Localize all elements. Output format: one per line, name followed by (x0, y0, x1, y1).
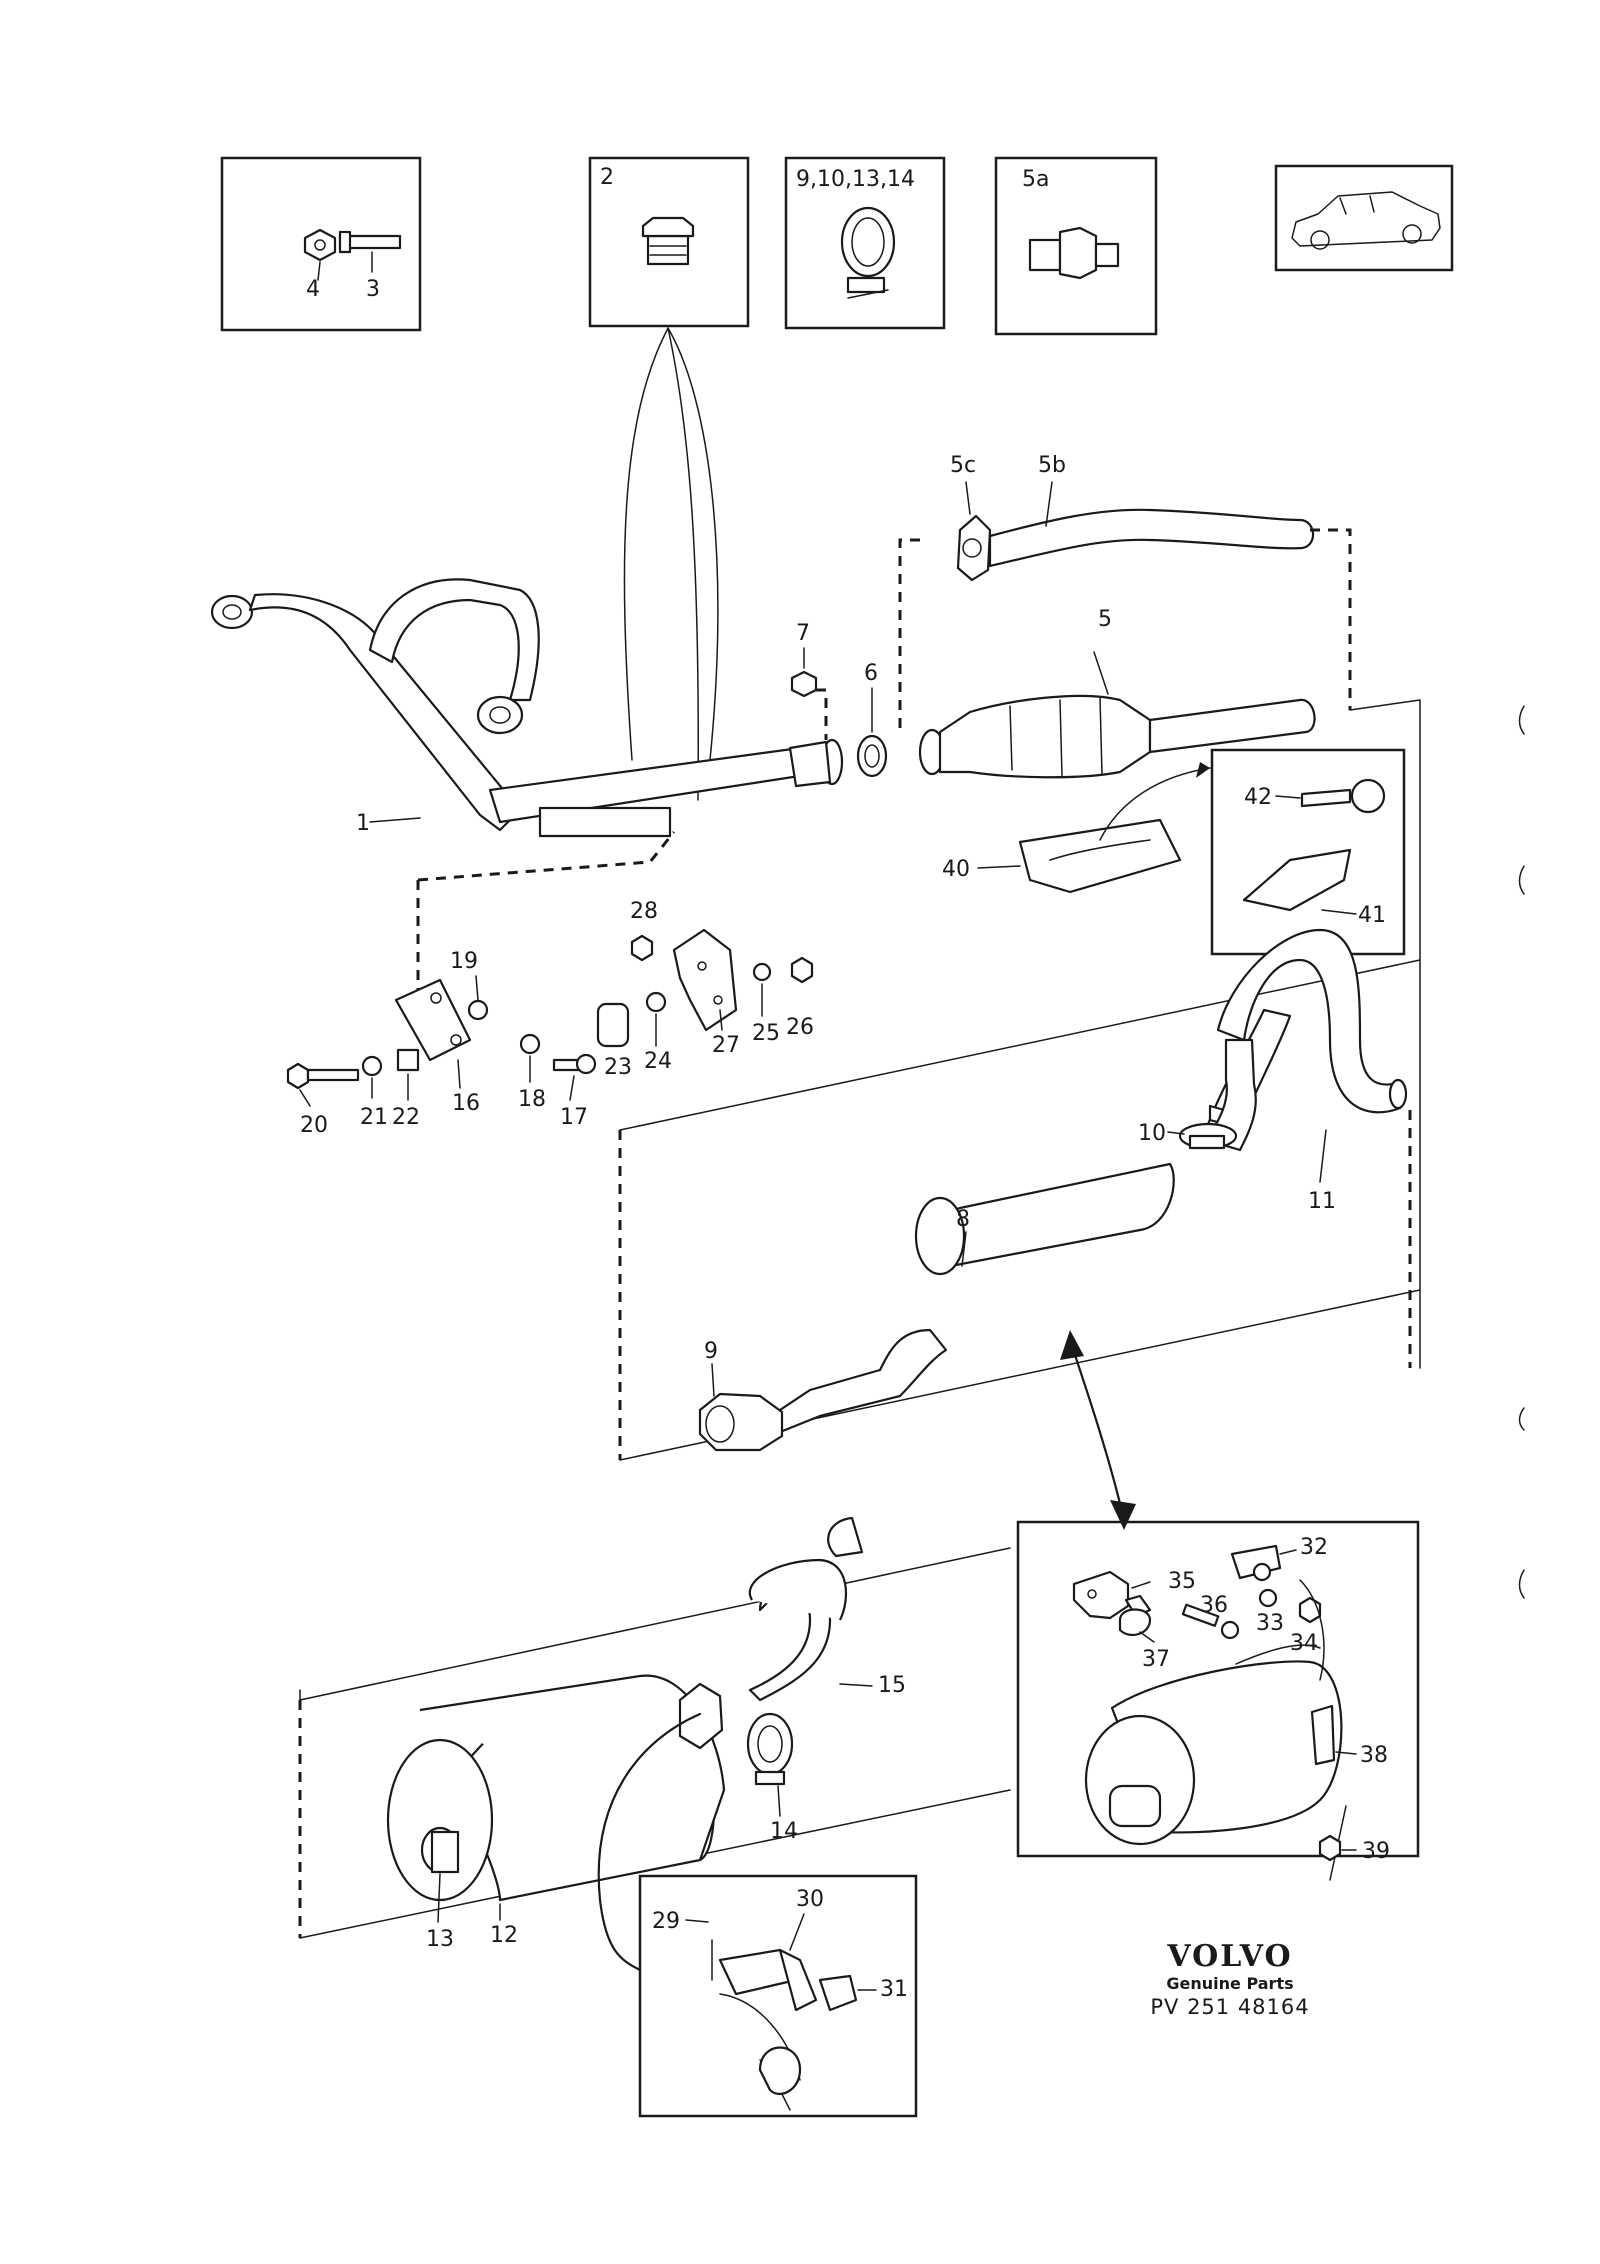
callout-33: 33 (1256, 1611, 1284, 1636)
rear-muffler (386, 1674, 726, 1902)
callout-26: 26 (786, 1015, 814, 1040)
callout-42: 42 (1244, 785, 1272, 810)
callout-22: 22 (392, 1105, 420, 1130)
callout-29: 29 (652, 1909, 680, 1934)
callout-28: 28 (630, 899, 658, 924)
rear-pipe-15 (748, 1516, 864, 1702)
callout-20: 20 (300, 1113, 328, 1138)
nut-28 (630, 934, 654, 962)
genuine-parts-label: Genuine Parts (1166, 1974, 1294, 1993)
callout-24: 24 (644, 1049, 672, 1074)
washer-18 (519, 1033, 541, 1055)
inset-bolt-nut (220, 156, 422, 332)
callout-21: 21 (360, 1105, 388, 1130)
heat-shield-40 (1018, 818, 1182, 894)
callout-36: 36 (1200, 1593, 1228, 1618)
pipe-5b (956, 508, 1315, 582)
callout-9: 9 (704, 1339, 718, 1364)
inset-title-2: 2 (600, 165, 614, 190)
washer-24 (645, 991, 667, 1013)
callout-10: 10 (1138, 1121, 1166, 1146)
callout-39: 39 (1362, 1839, 1390, 1864)
inset-muffler-32-39 (1016, 1520, 1420, 1881)
callout-5b: 5b (1038, 453, 1066, 478)
intermediate-muffler (698, 1008, 1292, 1452)
nut-26 (790, 956, 814, 984)
callout-15: 15 (878, 1673, 906, 1698)
callout-19: 19 (450, 949, 478, 974)
brand-block: VOLVO Genuine Parts PV 251 48164 (1130, 1940, 1330, 2020)
callout-3: 3 (366, 277, 380, 302)
nut-7 (790, 670, 818, 698)
washer-21 (361, 1055, 383, 1077)
callout-30: 30 (796, 1887, 824, 1912)
clamp-14 (746, 1712, 794, 1786)
gasket-6 (856, 734, 888, 778)
callout-40: 40 (942, 857, 970, 882)
part-reference-number: PV 251 48164 (1150, 1995, 1310, 2019)
callout-16: 16 (452, 1091, 480, 1116)
hanger-bracket-27 (672, 928, 738, 1032)
inset-title-5a: 5a (1022, 167, 1049, 192)
inset-hanger-29-31 (638, 1874, 918, 2118)
callout-1: 1 (356, 811, 370, 836)
callout-31: 31 (880, 1977, 908, 2002)
callout-8: 8 (956, 1207, 970, 1232)
inset-clamp (784, 156, 946, 330)
callout-41: 41 (1358, 903, 1386, 928)
front-pipe (210, 578, 844, 838)
catalytic-converter (918, 694, 1316, 779)
clamp-10 (1178, 1122, 1238, 1150)
callout-7: 7 (796, 621, 810, 646)
callout-37: 37 (1142, 1647, 1170, 1672)
hanger-bracket-left (394, 978, 472, 1062)
rubber-23 (596, 1002, 630, 1048)
callout-11: 11 (1308, 1189, 1336, 1214)
callout-4: 4 (306, 277, 320, 302)
callout-32: 32 (1300, 1535, 1328, 1560)
rear-pipe-11 (1204, 928, 1408, 1152)
bolt-20 (286, 1062, 360, 1090)
callout-14: 14 (770, 1819, 798, 1844)
callout-13: 13 (426, 1927, 454, 1952)
inset-plug (588, 156, 750, 328)
callout-35: 35 (1168, 1569, 1196, 1594)
callout-5c: 5c (950, 453, 976, 478)
callout-38: 38 (1360, 1743, 1388, 1768)
inset-title-9-10-13-14: 9,10,13,14 (796, 167, 915, 192)
pointer-lines (623, 327, 719, 801)
callout-5: 5 (1098, 607, 1112, 632)
washer-25 (752, 962, 772, 982)
callout-34: 34 (1290, 1631, 1318, 1656)
inset-car (1274, 164, 1454, 272)
callout-12: 12 (490, 1923, 518, 1948)
callout-23: 23 (604, 1055, 632, 1080)
callout-17: 17 (560, 1105, 588, 1130)
callout-6: 6 (864, 661, 878, 686)
inset-sensor (994, 156, 1158, 336)
callout-27: 27 (712, 1033, 740, 1058)
volvo-logo: VOLVO (1167, 1939, 1293, 1974)
callout-25: 25 (752, 1021, 780, 1046)
callout-18: 18 (518, 1087, 546, 1112)
spacer-22 (396, 1048, 420, 1072)
screw-17 (552, 1053, 597, 1075)
